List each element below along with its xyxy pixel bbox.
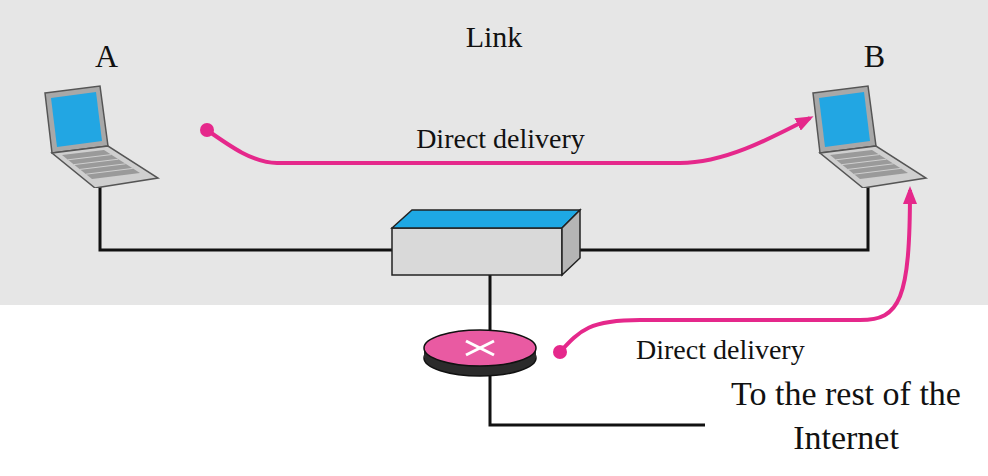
link-band — [0, 0, 988, 305]
host-node: B — [808, 38, 957, 188]
router-delivery-arrow — [553, 190, 910, 359]
switch-symbol — [392, 210, 580, 275]
host-node: A — [40, 38, 189, 188]
host-label: A — [24, 38, 189, 75]
uplink-label: To the rest of the Internet — [715, 372, 977, 460]
delivery-arrow — [200, 118, 810, 163]
region-title: Link — [0, 0, 988, 54]
arrow-label: Direct delivery — [636, 332, 805, 368]
host-label: B — [792, 38, 957, 75]
router-symbol — [424, 330, 536, 376]
edge-label: Direct delivery — [412, 123, 589, 155]
